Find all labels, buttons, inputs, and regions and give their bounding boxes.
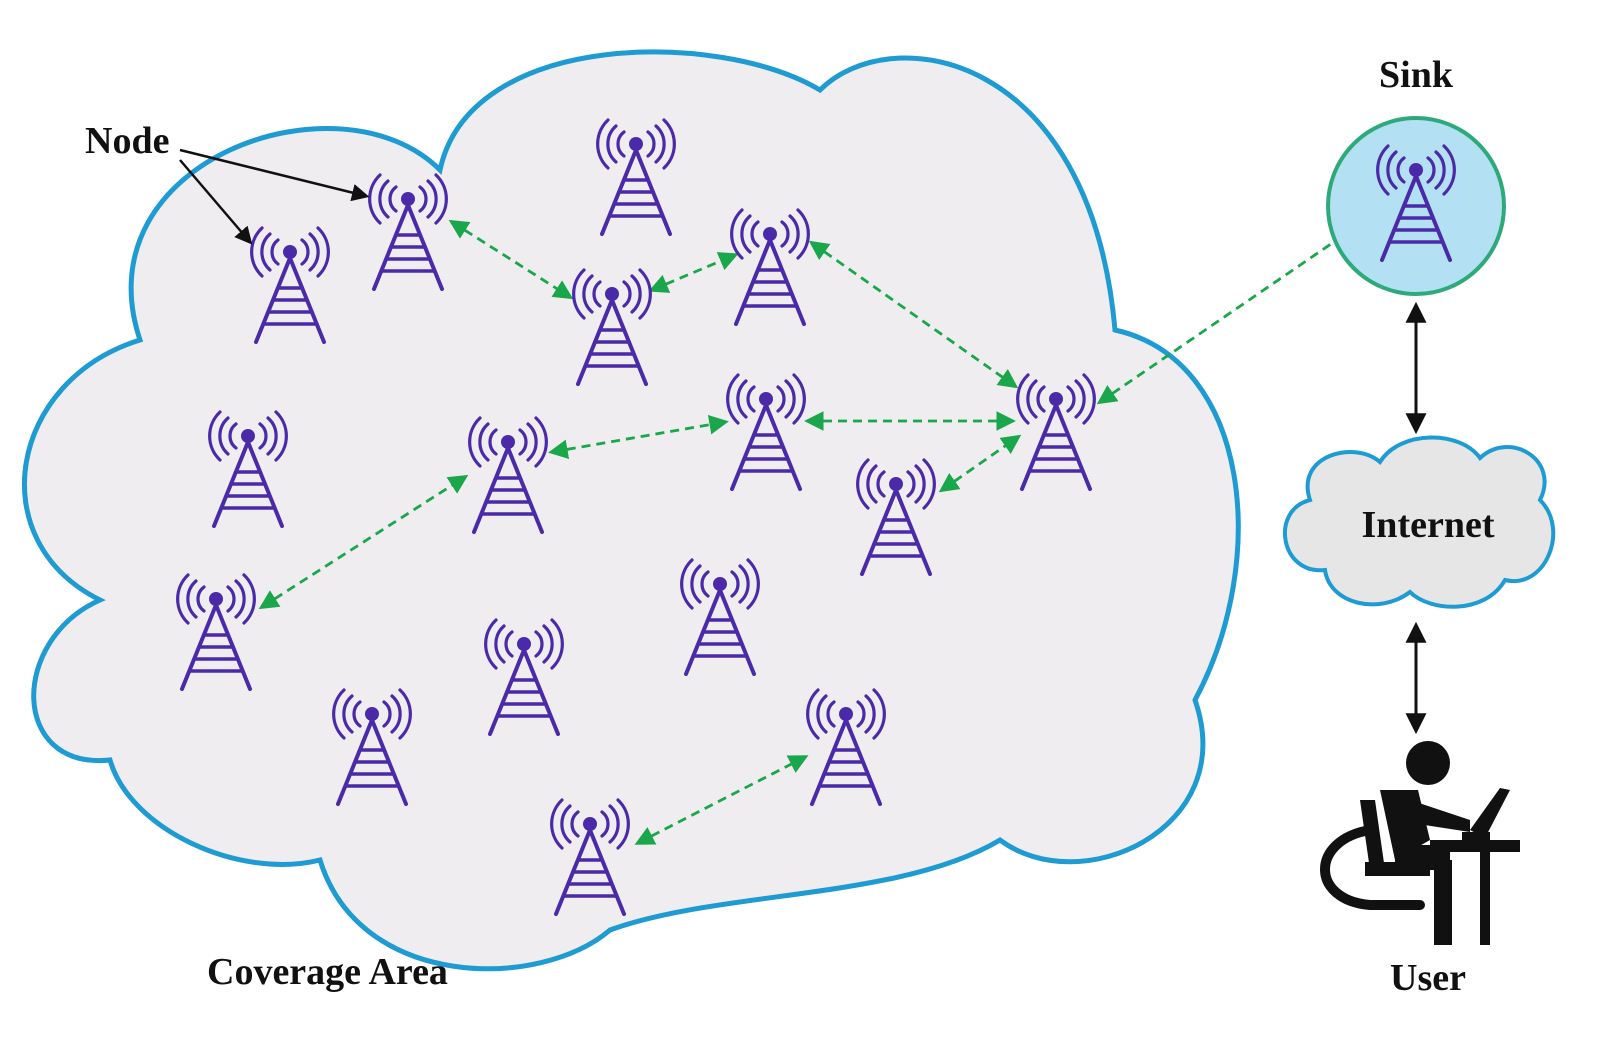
sink-label: Sink (1379, 54, 1454, 96)
sink: Sink (1326, 54, 1506, 296)
link-n4-n5 (648, 252, 739, 293)
user-label: User (1390, 957, 1466, 999)
link-n2-n4 (448, 219, 574, 300)
link-n9-n10 (938, 434, 1022, 493)
link-n11-n7 (258, 474, 469, 610)
link-n16-n15 (634, 755, 809, 845)
internet-label: Internet (1362, 504, 1495, 546)
node-label: Node (85, 120, 169, 162)
coverage-area-label: Coverage Area (207, 951, 448, 993)
user-at-laptop-icon (1320, 741, 1520, 945)
node-callout-arrows (179, 148, 370, 245)
link-n5-n10 (808, 240, 1019, 389)
internet-cloud (1283, 435, 1556, 609)
internet: Internet (1283, 435, 1556, 609)
